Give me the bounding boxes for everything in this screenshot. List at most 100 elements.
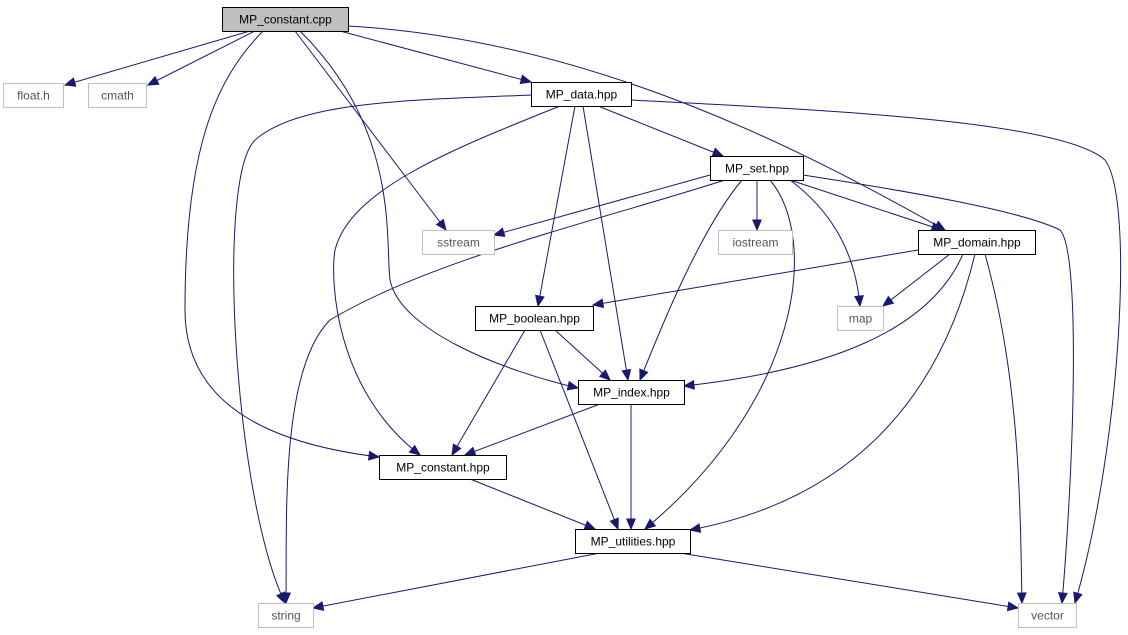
edge-arrowhead [63, 77, 77, 87]
edge-line [984, 253, 1023, 604]
edge-arrowhead [1006, 601, 1020, 612]
edge-line [882, 253, 951, 307]
edge-line [294, 30, 447, 231]
edge-arrowhead [752, 219, 762, 232]
edge-mp-data-hpp-to-string [233, 94, 532, 605]
edge-arrowhead [535, 294, 545, 308]
node-box [718, 230, 793, 255]
node-label: MP_boolean.hpp [489, 312, 580, 326]
edge-mp-index-hpp-to-mp-utilities-hpp [626, 404, 636, 531]
edge-arrowhead [854, 295, 864, 308]
node-box [258, 603, 314, 628]
edge-mp-domain-hpp-to-map [881, 253, 951, 307]
node-mp-constant-hpp[interactable]: MP_constant.hpp [379, 455, 507, 480]
edge-arrowhead [682, 379, 695, 390]
edge-arrowhead [311, 601, 325, 611]
edge-arrowhead [367, 450, 381, 461]
edge-mp-constant-cpp-to-mp-constant-hpp [184, 30, 381, 461]
edge-mp-boolean-hpp-to-mp-index-hpp [554, 329, 611, 381]
node-mp-domain-hpp[interactable]: MP_domain.hpp [918, 230, 1036, 255]
node-mp-boolean-hpp[interactable]: MP_boolean.hpp [475, 306, 594, 331]
edge-arrowhead [1016, 592, 1027, 605]
node-label: sstream [437, 236, 480, 250]
node-vector: vector [1018, 603, 1077, 628]
edge-line [554, 329, 611, 381]
edge-mp-domain-hpp-to-vector [984, 253, 1027, 605]
edge-line [64, 30, 251, 86]
node-label: MP_set.hpp [725, 162, 789, 176]
edge-mp-constant-cpp-to-mp-data-hpp [339, 30, 533, 85]
edge-arrowhead [435, 218, 447, 232]
edge-mp-domain-hpp-to-mp-boolean-hpp [591, 249, 919, 309]
edge-line [464, 403, 601, 456]
edge-arrowhead [519, 74, 533, 85]
edge-arrowhead [1057, 592, 1068, 605]
node-label: float.h [17, 89, 50, 103]
node-box [575, 529, 691, 554]
edge-arrowhead [583, 520, 597, 530]
edge-line [802, 174, 1074, 604]
edge-line [537, 105, 576, 307]
edge-line [312, 552, 601, 609]
node-label: map [849, 312, 873, 326]
node-box [531, 82, 632, 107]
edge-line [299, 30, 579, 389]
edge-line [147, 30, 256, 86]
edge-mp-set-hpp-to-vector [802, 174, 1074, 605]
edge-line [597, 105, 724, 157]
edge-arrowhead [639, 368, 649, 382]
edge-mp-data-hpp-to-mp-index-hpp [582, 105, 632, 382]
node-label: MP_utilities.hpp [591, 535, 676, 549]
node-string: string [258, 603, 314, 628]
edge-arrowhead [492, 227, 506, 237]
edge-line [233, 94, 532, 604]
edge-arrowhead [281, 592, 292, 605]
node-mp-data-hpp[interactable]: MP_data.hpp [531, 82, 632, 107]
edge-arrowhead [408, 444, 422, 456]
edge-arrowhead [451, 443, 462, 457]
node-label: MP_index.hpp [593, 386, 670, 400]
edge-line [789, 179, 943, 231]
edge-mp-constant-cpp-to-cmath [146, 30, 256, 86]
edge-line [689, 253, 976, 531]
node-label: iostream [732, 236, 778, 250]
edge-mp-set-hpp-to-string [281, 179, 726, 605]
edge-mp-index-hpp-to-mp-constant-hpp [463, 403, 601, 456]
node-box [475, 306, 594, 331]
edge-mp-data-hpp-to-mp-set-hpp [597, 105, 725, 157]
node-map: map [837, 306, 884, 331]
edge-line [469, 478, 596, 530]
node-box [710, 156, 804, 181]
edge-arrowhead [591, 298, 605, 309]
node-box [1018, 603, 1077, 628]
node-mp-index-hpp[interactable]: MP_index.hpp [578, 380, 685, 405]
edge-mp-constant-hpp-to-mp-utilities-hpp [469, 478, 597, 530]
node-mp-set-hpp[interactable]: MP_set.hpp [710, 156, 804, 181]
edge-line [347, 25, 946, 231]
node-label: cmath [101, 89, 134, 103]
edge-line [630, 99, 1122, 604]
edge-mp-constant-cpp-to-sstream [294, 30, 447, 232]
node-mp-constant-cpp[interactable]: MP_constant.cpp [222, 7, 349, 32]
node-box [379, 455, 507, 480]
node-box [3, 83, 64, 108]
edge-line [333, 105, 561, 456]
edge-mp-data-hpp-to-vector [630, 99, 1122, 605]
node-label: MP_constant.cpp [239, 13, 332, 27]
node-label: MP_data.hpp [546, 88, 618, 102]
edge-line [539, 329, 619, 530]
edge-arrowhead [1073, 591, 1083, 605]
edge-mp-domain-hpp-to-mp-utilities-hpp [688, 253, 976, 533]
edge-arrowhead [644, 518, 657, 530]
edge-arrowhead [609, 517, 619, 531]
node-mp-utilities-hpp[interactable]: MP_utilities.hpp [575, 529, 691, 554]
nodes-layer: MP_constant.cpp float.h cmath MP_data.hppMP… [3, 7, 1077, 628]
node-label: MP_constant.hpp [396, 461, 490, 475]
node-label: vector [1031, 609, 1064, 623]
edge-mp-set-hpp-to-mp-index-hpp [639, 179, 743, 382]
node-box [222, 7, 349, 32]
edge-line [644, 179, 795, 530]
node-sstream: sstream [422, 230, 495, 255]
edge-line [789, 179, 861, 307]
node-box [88, 83, 147, 108]
